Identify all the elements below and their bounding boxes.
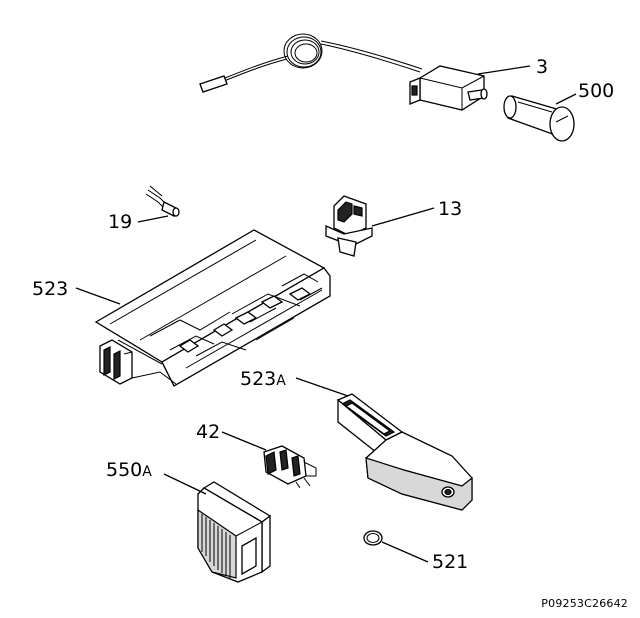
clip-part-19 [137,185,180,223]
callout-523: 523 [32,278,69,300]
callout-3: 3 [536,56,549,78]
callout-523a: 523A [240,370,286,389]
lamp-cover-part-523a [295,377,473,511]
lamp-socket-part-42 [221,431,317,489]
callout-42: 42 [196,421,221,443]
callout-13: 13 [438,198,463,220]
callout-550a-number: 550 [106,459,143,481]
callout-523a-number: 523 [240,368,277,390]
switch-part-13 [325,195,435,257]
callout-19: 19 [108,211,133,233]
callout-521: 521 [432,551,469,573]
knob-part-500 [503,93,577,142]
callout-500: 500 [578,80,615,102]
housing-part-523 [75,229,331,387]
callout-550a-suffix: A [142,464,152,480]
callout-550a: 550A [106,461,152,480]
diffuser-part-550a [163,473,272,583]
reference-code: P09253C26642 [541,597,628,610]
thermostat-part-3 [199,33,531,111]
callout-523a-suffix: A [276,373,286,389]
ring-part-521 [363,530,429,563]
